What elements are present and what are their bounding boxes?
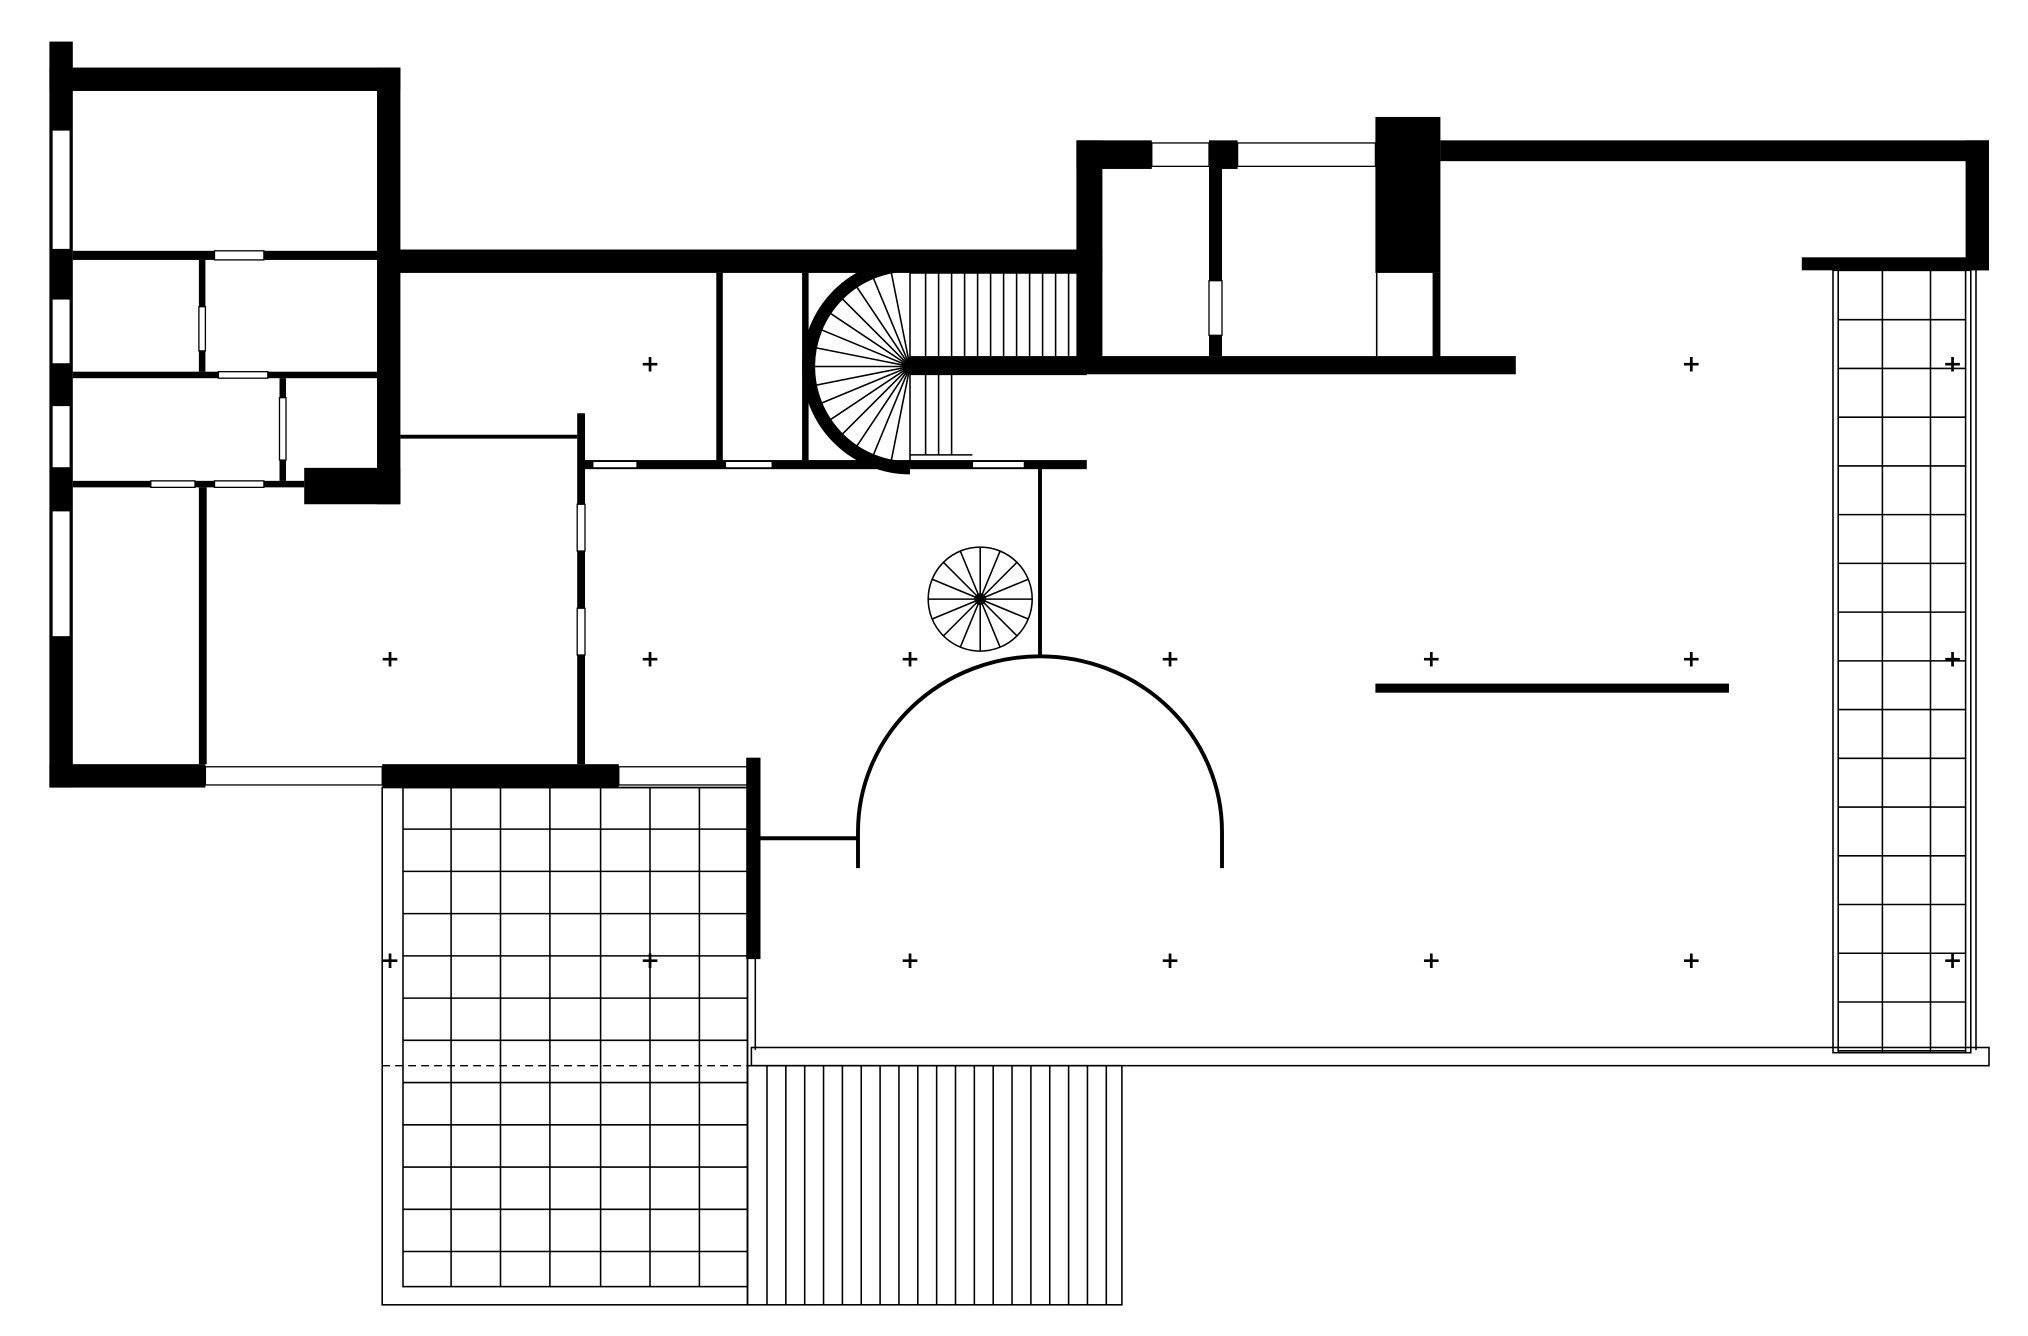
wall [49, 764, 206, 788]
stair-tread [959, 598, 981, 648]
column-marker: + [1422, 946, 1442, 974]
wall [746, 757, 761, 960]
stair-tread [810, 345, 911, 368]
wall [1965, 140, 1989, 271]
door [278, 397, 287, 461]
column-marker: + [1682, 645, 1702, 673]
wall [377, 67, 401, 505]
column-marker: + [1943, 350, 1963, 378]
column-marker: + [640, 350, 660, 378]
window [618, 766, 749, 786]
door [213, 480, 265, 489]
partition [716, 272, 723, 461]
column-marker: + [900, 350, 920, 378]
stair-tread [942, 561, 981, 600]
stair-tread [979, 578, 1029, 600]
door [198, 306, 207, 352]
wall [304, 467, 401, 505]
wall [1801, 257, 1989, 271]
wall [1076, 140, 1103, 362]
door [576, 503, 586, 552]
stair-tread [979, 598, 1001, 648]
stair-tread [837, 365, 911, 439]
partition [198, 487, 207, 765]
stair-tread [979, 598, 1029, 620]
column-marker: + [380, 350, 400, 378]
stair-tread [979, 598, 1018, 637]
wall [1432, 272, 1441, 359]
column-marker: + [640, 645, 660, 673]
wall [1209, 140, 1238, 169]
door [576, 607, 586, 656]
stair-tread [825, 309, 911, 368]
stair-tread [825, 365, 911, 424]
column-marker: + [380, 946, 400, 974]
door [217, 371, 269, 379]
window [51, 404, 71, 469]
column-marker: + [1943, 946, 1963, 974]
window [51, 298, 71, 365]
door [592, 460, 638, 469]
stair-tread [889, 266, 911, 367]
columns: + + + + + + + + + + + + + + + + + + + + + [380, 350, 1962, 975]
window [204, 766, 383, 786]
column-marker: + [1160, 350, 1180, 378]
window [51, 129, 71, 251]
stair-tread [810, 365, 911, 388]
column-marker: + [900, 645, 920, 673]
wall [1440, 140, 1989, 162]
onyx-wall [1375, 683, 1729, 693]
door [724, 460, 773, 469]
partition [577, 413, 585, 765]
column-marker: + [1682, 946, 1702, 974]
wall [49, 67, 401, 91]
walls [49, 41, 1990, 1067]
stair-tread [931, 598, 981, 620]
window [1236, 142, 1377, 167]
terrace-east [1832, 269, 1972, 1054]
stair-tread [870, 366, 911, 461]
column-marker: + [1943, 645, 1963, 673]
column-marker: + [1422, 645, 1442, 673]
terrace-south [381, 786, 749, 1306]
partition [585, 460, 1087, 470]
column-marker: + [1160, 946, 1180, 974]
wall [910, 356, 1516, 375]
spiral-staircase [927, 546, 1033, 652]
stair-tread [979, 561, 1018, 600]
stair-tread [959, 550, 981, 600]
wall [377, 249, 1103, 273]
stair-tread [979, 550, 1001, 600]
stair-tread [870, 272, 911, 367]
stair-tread [931, 578, 981, 600]
stair-tread [853, 366, 911, 452]
column-marker: + [640, 946, 660, 974]
main-staircase [802, 258, 1092, 475]
stair-tread [853, 281, 911, 367]
wall [1076, 140, 1152, 169]
column-marker: + [900, 946, 920, 974]
column-marker: + [1682, 350, 1702, 378]
door [150, 480, 196, 489]
stair-tread [816, 326, 911, 368]
door [1208, 280, 1223, 336]
curved-ebony-wall [856, 654, 1224, 869]
stair-tread [837, 294, 911, 368]
stair-tread [889, 366, 911, 467]
stair-tread [816, 365, 911, 407]
wall [1375, 116, 1441, 273]
window [1151, 142, 1210, 167]
door [213, 250, 265, 261]
column-marker: + [380, 645, 400, 673]
glazing-line [750, 1046, 1990, 1067]
window [51, 510, 71, 638]
column-marker: + [1160, 645, 1180, 673]
door [971, 460, 1026, 469]
wall [382, 764, 619, 788]
garden-steps [746, 1064, 1123, 1306]
column-marker: + [1422, 350, 1442, 378]
stair-tread [942, 598, 981, 637]
